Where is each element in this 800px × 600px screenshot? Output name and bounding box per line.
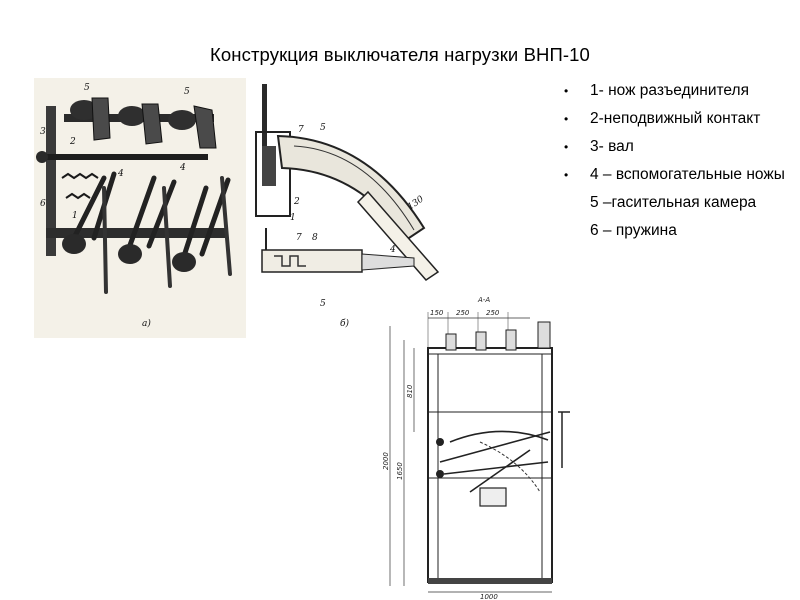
- fig-b-label: 7: [298, 125, 304, 135]
- section-label: А-А: [477, 296, 490, 304]
- legend-item-knife: • 1- нож разъединителя: [564, 80, 794, 102]
- legend-item-arc-chamber: • 5 –гасительная камера: [564, 192, 794, 214]
- fig-a-label: 4: [179, 163, 186, 173]
- fig-b-label: 5: [320, 299, 326, 309]
- legend-item-text: 6 – пружина: [590, 222, 677, 239]
- fig-b-caption: б): [340, 318, 349, 329]
- fig-b-dimension: 130: [406, 194, 426, 212]
- fig-b-label: 8: [312, 233, 318, 243]
- fig-b-label: 5: [320, 123, 326, 133]
- legend-item-text: 4 – вспомогательные ножы: [590, 166, 785, 183]
- fig-a-label: 5: [84, 83, 90, 93]
- bullet-icon: •: [564, 140, 569, 154]
- fig-b-label: 4: [389, 245, 396, 255]
- fig-b-label: 2: [293, 197, 300, 207]
- legend-item-shaft: • 3- вал: [564, 136, 794, 158]
- dim-left: 1650: [396, 462, 404, 480]
- bullet-icon: •: [564, 112, 569, 126]
- cell-dimension-drawing: А-А 150 250 250 2000 1650 810: [382, 296, 570, 600]
- legend-item-text: 1- нож разъединителя: [590, 82, 749, 99]
- figure-arc-chamber-section: 7 5 2 1 7 8 4 5 130 б): [248, 80, 448, 345]
- switch-perspective-drawing: 5 5 3 2 6 4 4 1 а): [34, 78, 246, 338]
- bullet-icon: •: [564, 168, 569, 182]
- fig-b-label: 1: [290, 213, 296, 223]
- figure-switch-perspective: 5 5 3 2 6 4 4 1 а): [34, 78, 246, 338]
- fig-a-caption: а): [142, 318, 151, 329]
- dim-bottom: 1000: [480, 593, 498, 600]
- dim-top: 150: [430, 309, 444, 317]
- legend-item-aux-knives: • 4 – вспомогательные ножы: [564, 164, 794, 186]
- fig-a-label: 1: [72, 211, 78, 221]
- figure-cell-dimensions: А-А 150 250 250 2000 1650 810: [380, 292, 580, 600]
- legend-item-text: 5 –гасительная камера: [590, 194, 757, 211]
- fig-a-label: 4: [117, 169, 124, 179]
- dim-top: 250: [486, 309, 500, 317]
- legend-item-text: 2-неподвижный контакт: [590, 110, 761, 127]
- legend-list: • 1- нож разъединителя • 2-неподвижный к…: [564, 80, 794, 248]
- slide-title: Конструкция выключателя нагрузки ВНП-10: [210, 44, 590, 65]
- legend-item-spring: • 6 – пружина: [564, 220, 794, 242]
- arc-chamber-drawing: 7 5 2 1 7 8 4 5 130 б): [255, 84, 440, 329]
- legend-item-text: 3- вал: [590, 138, 634, 155]
- fig-a-label: 6: [40, 199, 46, 209]
- dim-left: 2000: [382, 452, 390, 470]
- legend-item-fixed-contact: • 2-неподвижный контакт: [564, 108, 794, 130]
- dim-left: 810: [406, 384, 414, 398]
- fig-b-label: 7: [296, 233, 302, 243]
- bullet-icon: •: [564, 84, 569, 98]
- fig-a-label: 3: [40, 127, 46, 137]
- fig-a-label: 2: [69, 137, 76, 147]
- fig-a-label: 5: [184, 87, 190, 97]
- dim-top: 250: [456, 309, 470, 317]
